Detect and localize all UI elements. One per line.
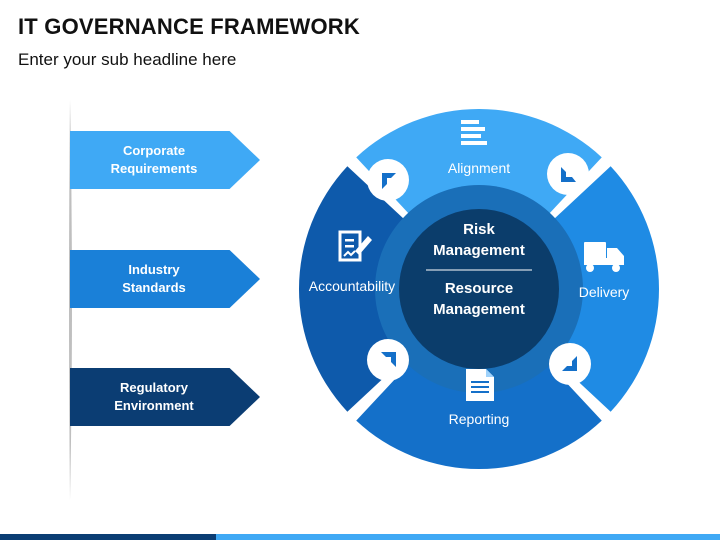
center-bottom-line2: Management bbox=[433, 301, 525, 318]
arrow-icon bbox=[381, 352, 396, 367]
arrow-icon bbox=[562, 356, 577, 371]
arrow-label: Regulatory Environment bbox=[75, 379, 233, 415]
connector-top-right bbox=[547, 153, 589, 195]
page-subtitle: Enter your sub headline here bbox=[18, 50, 237, 69]
signed-document-icon bbox=[338, 230, 372, 262]
arrow-label-line2: Environment bbox=[114, 398, 194, 413]
document-icon bbox=[466, 369, 494, 401]
arrow-label-line1: Regulatory bbox=[120, 380, 188, 395]
connector-top-left bbox=[367, 159, 409, 201]
center-circle bbox=[399, 209, 559, 369]
arrow-label: Industry Standards bbox=[75, 261, 233, 297]
arrow-icon bbox=[382, 173, 396, 189]
center-top-line2: Management bbox=[433, 242, 525, 259]
list-lines-icon bbox=[461, 120, 487, 145]
arrow-label-line2: Requirements bbox=[110, 161, 198, 176]
connector-bottom-left bbox=[367, 339, 409, 381]
segment-label-alignment: Alignment bbox=[447, 160, 511, 176]
segment-label-accountability: Accountability bbox=[308, 278, 396, 294]
governance-wheel: Alignment Delivery Reporting Accountabil… bbox=[298, 108, 660, 470]
arrow-industry-standards: Industry Standards bbox=[70, 250, 260, 308]
arrow-label-line1: Industry bbox=[128, 262, 180, 277]
arrow-corporate-requirements: Corporate Requirements bbox=[70, 131, 260, 189]
arrow-regulatory-environment: Regulatory Environment bbox=[70, 368, 260, 426]
arrow-label: Corporate Requirements bbox=[75, 142, 233, 178]
center-top-text: Risk Management bbox=[399, 219, 559, 261]
center-top-line1: Risk bbox=[463, 221, 495, 238]
bottom-accent-bar bbox=[0, 534, 720, 540]
segment-label-reporting: Reporting bbox=[448, 411, 510, 427]
arrow-icon bbox=[561, 167, 576, 182]
connector-bottom-right bbox=[549, 343, 591, 385]
segment-alignment bbox=[356, 108, 602, 219]
arrow-label-line1: Corporate bbox=[122, 143, 186, 158]
wheel-graphic bbox=[298, 108, 659, 470]
page-title: IT GOVERNANCE FRAMEWORK bbox=[18, 14, 360, 39]
truck-icon bbox=[584, 242, 624, 272]
center-bottom-line1: Resource bbox=[444, 280, 514, 297]
arrow-label-line2: Standards bbox=[122, 280, 186, 295]
segment-reporting bbox=[356, 359, 602, 470]
segment-label-delivery: Delivery bbox=[578, 284, 630, 300]
center-bottom-text: Resource Management bbox=[399, 278, 559, 320]
